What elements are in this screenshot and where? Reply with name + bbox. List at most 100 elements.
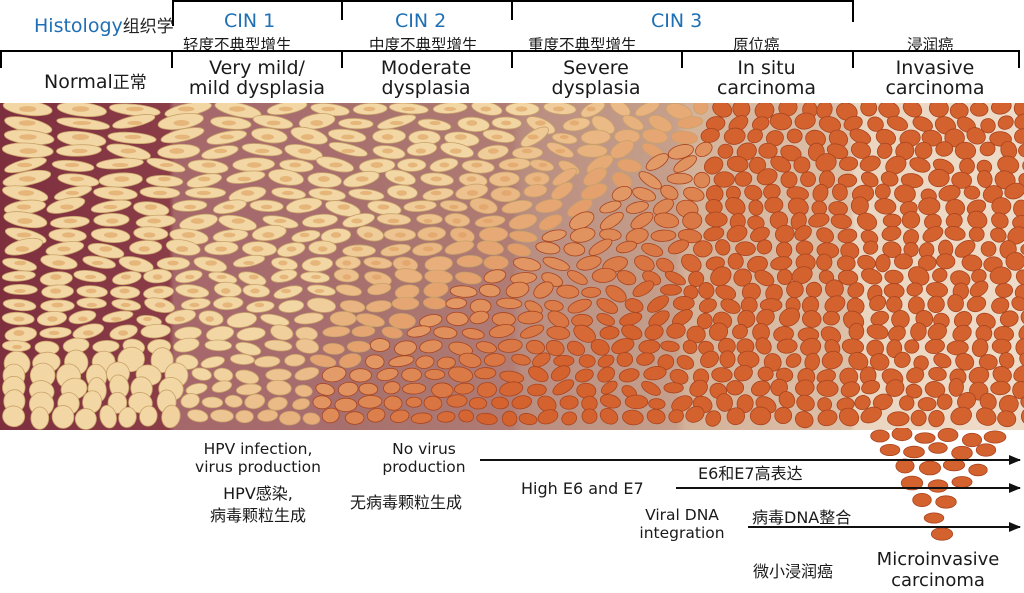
epithelial-cell (537, 395, 557, 413)
cell-nucleus (499, 176, 511, 182)
epithelial-cell (51, 405, 75, 429)
epithelial-cell (605, 285, 627, 303)
cell-nucleus (423, 218, 433, 224)
epithelial-cell (636, 352, 655, 366)
cell-nucleus (377, 204, 390, 210)
stage-mild-line1: Very mild/ (209, 57, 305, 79)
cell-nucleus (114, 176, 130, 182)
stage-tick-4 (681, 50, 683, 68)
epithelial-cell (321, 366, 347, 383)
epithelial-cell (944, 226, 966, 241)
epithelial-cell (991, 212, 1009, 229)
epithelial-cell (257, 409, 279, 422)
epithelial-cell (894, 253, 913, 270)
epithelial-cell (966, 127, 986, 145)
cell-nucleus (119, 288, 130, 294)
epithelial-cell (666, 322, 686, 339)
cell-nucleus (482, 218, 494, 224)
epithelial-cell (436, 411, 456, 423)
epithelial-cell (622, 114, 644, 131)
epithelial-cell (187, 409, 209, 423)
cell-nucleus (143, 232, 156, 238)
stage-tick-1 (171, 50, 173, 68)
epithelial-cell (816, 227, 834, 244)
epithelial-cell (406, 325, 432, 338)
epithelial-cell (951, 171, 972, 189)
epithelial-cell (705, 410, 722, 427)
cell-nucleus (254, 302, 265, 308)
cell-nucleus (221, 120, 236, 126)
epithelial-cell (758, 142, 778, 159)
stage-moderate-label: Moderate dysplasia (341, 58, 511, 98)
cell-nucleus (314, 288, 325, 294)
epithelial-cell (838, 407, 860, 427)
epithelial-cell (519, 324, 545, 339)
epithelial-cell (99, 404, 117, 429)
cell-nucleus (138, 246, 150, 252)
epithelial-cell (839, 156, 859, 172)
epithelial-cell (265, 368, 292, 382)
epithelial-cell (264, 339, 293, 352)
arrows-layer (480, 455, 1021, 532)
epithelial-cell (998, 352, 1015, 369)
epithelial-cell (415, 355, 435, 369)
viral-line1: Viral DNA (645, 506, 719, 524)
cell-nucleus (13, 288, 26, 294)
cell-nucleus (407, 162, 418, 168)
epithelial-cell (423, 281, 449, 298)
epithelial-cell (596, 313, 615, 326)
epithelial-cell (339, 299, 366, 313)
epithelial-cell (523, 184, 548, 198)
cell-nucleus (422, 246, 434, 252)
epithelial-cell (832, 183, 848, 201)
cell-nucleus (216, 274, 227, 280)
cell-nucleus (279, 274, 289, 280)
cell-nucleus (169, 148, 185, 154)
cell-nucleus (329, 162, 343, 168)
epithelial-cell (474, 367, 497, 380)
epithelial-cell (882, 241, 902, 258)
epithelial-cell (856, 212, 878, 231)
stage-tick-6 (1018, 50, 1020, 68)
cell-nucleus (452, 218, 462, 224)
epithelial-cell (933, 353, 952, 369)
epithelial-cell (645, 153, 669, 171)
epithelial-cell (1014, 128, 1024, 144)
epithelial-cell (949, 103, 969, 120)
epithelial-cell (824, 295, 846, 314)
epithelial-cell (622, 409, 644, 426)
epithelial-cell (511, 395, 532, 410)
epithelial-cell (616, 270, 637, 286)
cell-nucleus (342, 260, 352, 266)
epithelial-cell (830, 213, 852, 230)
stage-normal-cn: 正常 (112, 73, 147, 93)
epithelial-cell (909, 157, 931, 173)
epithelial-cell (917, 397, 937, 412)
epithelial-cell (433, 326, 458, 339)
cell-nucleus (201, 162, 216, 168)
epithelial-cell (676, 116, 704, 129)
e6e7-label: High E6 and E7 (521, 479, 644, 498)
epithelial-cell (468, 397, 488, 410)
epithelial-cell (454, 382, 475, 395)
epithelial-cell (535, 198, 563, 213)
epithelial-cell (322, 343, 345, 355)
epithelial-cell (904, 339, 920, 354)
cell-nucleus (16, 204, 32, 210)
cell-nucleus (371, 260, 381, 266)
epithelial-cell (599, 394, 621, 409)
cell-nucleus (120, 274, 132, 280)
epithelial-cell (802, 310, 822, 328)
epithelial-cell (266, 379, 292, 396)
cell-nucleus (60, 204, 74, 210)
cell-nucleus (298, 148, 312, 154)
epithelial-cell (401, 367, 422, 382)
cell-nucleus (341, 148, 356, 154)
epithelial-cell (294, 384, 313, 398)
cell-nucleus (402, 260, 411, 266)
cell-nucleus (228, 106, 246, 112)
epithelial-cell (698, 282, 715, 299)
epithelial-cell (936, 253, 956, 270)
epithelial-cell (388, 313, 416, 329)
epithelial-cell (505, 281, 530, 299)
